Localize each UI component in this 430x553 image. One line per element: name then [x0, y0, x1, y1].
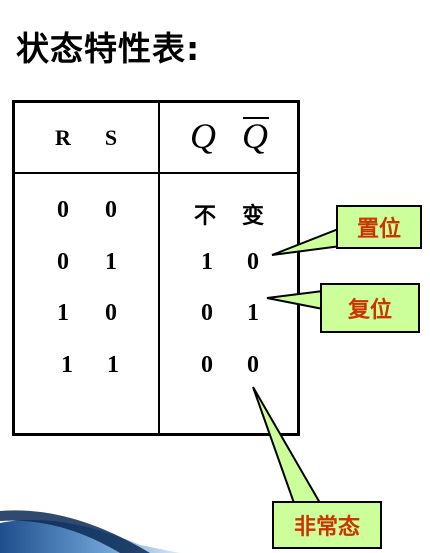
header-r: R — [55, 125, 71, 150]
row4-q: 0 — [201, 352, 213, 378]
state-table: R S Q Q 0 0 不 变 0 1 1 0 1 0 0 1 1 1 0 0 — [12, 100, 300, 436]
row3-q: 0 — [201, 300, 213, 326]
header-s: S — [104, 125, 118, 150]
row2-q: 1 — [201, 249, 213, 275]
header-qbar: Q — [242, 116, 268, 156]
row2-s: 1 — [105, 249, 117, 275]
column-divider — [158, 103, 160, 433]
row4-qbar: 0 — [247, 352, 259, 378]
invalid-callout-pointer — [252, 386, 322, 504]
page-title: 状态特性表: — [16, 29, 201, 68]
set-callout-pointer — [271, 226, 342, 256]
header-q: Q — [190, 116, 216, 156]
slide-decoration — [0, 510, 180, 553]
reset-callout: 复位 — [320, 283, 420, 333]
header-divider — [15, 172, 297, 174]
invalid-callout: 非常态 — [272, 501, 382, 549]
row2-r: 0 — [57, 249, 69, 275]
row4-s: 1 — [107, 352, 119, 378]
row3-qbar: 1 — [247, 300, 259, 326]
row4-r: 1 — [61, 352, 73, 378]
reset-callout-pointer — [266, 289, 324, 311]
row1-q: 不 — [193, 204, 216, 229]
set-callout: 置位 — [336, 205, 422, 249]
row3-s: 0 — [105, 300, 117, 326]
row2-qbar: 0 — [247, 249, 259, 275]
row3-r: 1 — [57, 300, 69, 326]
row1-s: 0 — [105, 197, 117, 223]
row1-qbar: 变 — [241, 204, 264, 229]
row1-r: 0 — [57, 197, 69, 223]
qbar-overline — [243, 117, 269, 119]
